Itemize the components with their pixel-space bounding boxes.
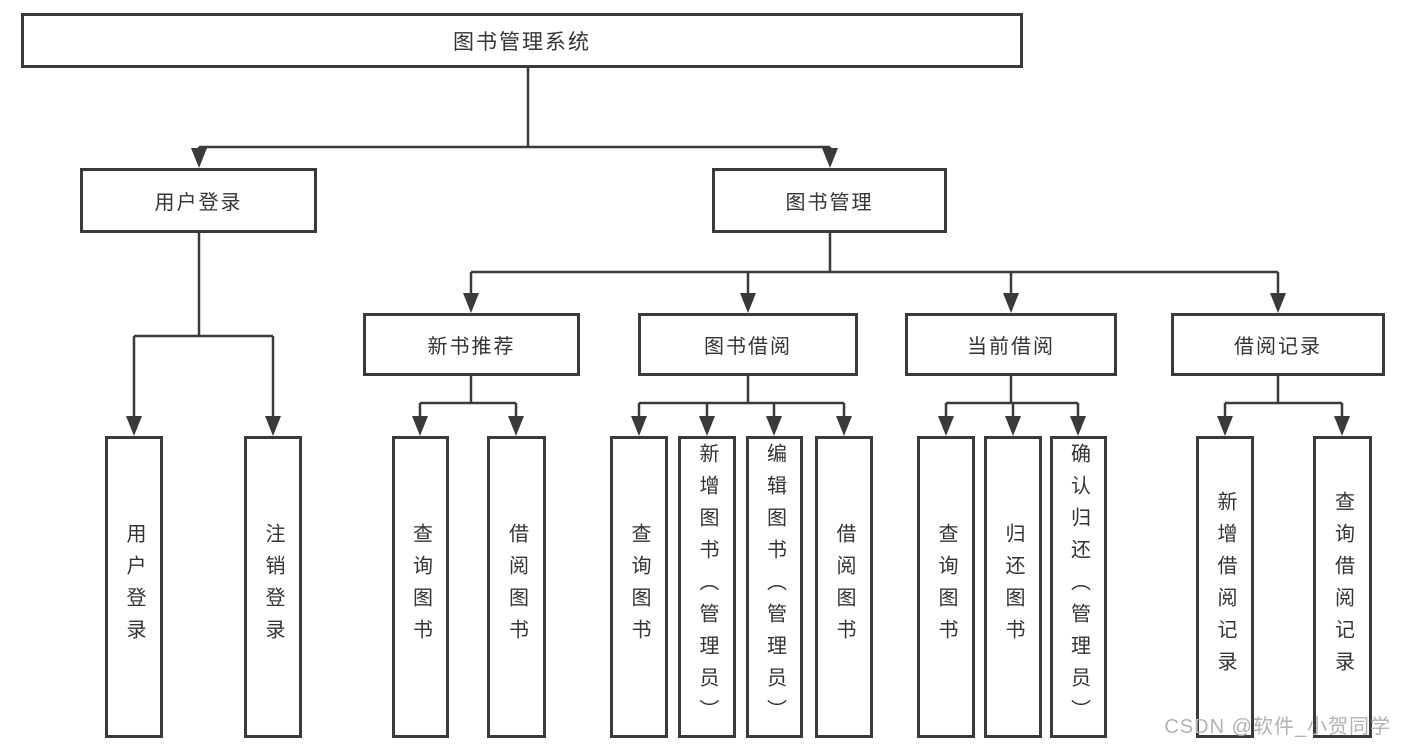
node-book-borrowing: 图书借阅 bbox=[638, 313, 858, 376]
leaf-query-books-current: 查询图书 bbox=[917, 436, 975, 738]
leaf-edit-books-admin-label: 编辑图书（管理员） bbox=[763, 443, 786, 731]
leaf-return-books-label: 归还图书 bbox=[1002, 523, 1024, 651]
leaf-add-books-admin-label: 新增图书（管理员） bbox=[696, 443, 718, 731]
node-borrow-records-label: 借阅记录 bbox=[1234, 336, 1322, 358]
leaf-query-books-recommend: 查询图书 bbox=[392, 436, 449, 738]
leaf-add-borrow-record-label: 新增借阅记录 bbox=[1214, 491, 1236, 683]
leaf-add-borrow-record: 新增借阅记录 bbox=[1196, 436, 1254, 738]
node-book-borrowing-label: 图书借阅 bbox=[704, 336, 792, 358]
leaf-user-login-label: 用户登录 bbox=[123, 523, 145, 651]
node-new-book-recommend-label: 新书推荐 bbox=[427, 336, 516, 358]
node-user-login-label: 用户登录 bbox=[154, 192, 243, 214]
leaf-borrow-books-recommend-label: 借阅图书 bbox=[505, 523, 528, 651]
leaf-add-books-admin: 新增图书（管理员） bbox=[678, 436, 736, 738]
leaf-query-books-borrowing: 查询图书 bbox=[610, 436, 668, 738]
leaf-confirm-return-admin-label: 确认归还（管理员） bbox=[1067, 443, 1090, 731]
node-current-borrowing: 当前借阅 bbox=[905, 313, 1117, 376]
node-user-login: 用户登录 bbox=[80, 168, 317, 233]
leaf-query-borrow-record-label: 查询借阅记录 bbox=[1331, 491, 1354, 683]
node-book-management-label: 图书管理 bbox=[785, 192, 874, 214]
leaf-user-login: 用户登录 bbox=[105, 436, 163, 738]
leaf-logout: 注销登录 bbox=[244, 436, 302, 738]
leaf-borrow-books-label: 借阅图书 bbox=[833, 523, 855, 651]
node-book-management: 图书管理 bbox=[712, 168, 947, 233]
leaf-edit-books-admin: 编辑图书（管理员） bbox=[746, 436, 803, 738]
leaf-borrow-books: 借阅图书 bbox=[815, 436, 873, 738]
node-root: 图书管理系统 bbox=[21, 13, 1023, 68]
node-root-label: 图书管理系统 bbox=[453, 30, 591, 54]
node-borrow-records: 借阅记录 bbox=[1171, 313, 1385, 376]
leaf-confirm-return-admin: 确认归还（管理员） bbox=[1050, 436, 1107, 738]
node-current-borrowing-label: 当前借阅 bbox=[967, 336, 1055, 358]
leaf-query-books-recommend-label: 查询图书 bbox=[409, 523, 432, 651]
leaf-query-books-borrowing-label: 查询图书 bbox=[628, 523, 650, 651]
leaf-logout-label: 注销登录 bbox=[262, 523, 284, 651]
leaf-borrow-books-recommend: 借阅图书 bbox=[487, 436, 546, 738]
leaf-return-books: 归还图书 bbox=[984, 436, 1042, 738]
leaf-query-books-current-label: 查询图书 bbox=[935, 523, 957, 651]
leaf-query-borrow-record: 查询借阅记录 bbox=[1313, 436, 1372, 738]
node-new-book-recommend: 新书推荐 bbox=[363, 313, 580, 376]
csdn-watermark: CSDN @软件_小贺同学 bbox=[1164, 716, 1391, 738]
